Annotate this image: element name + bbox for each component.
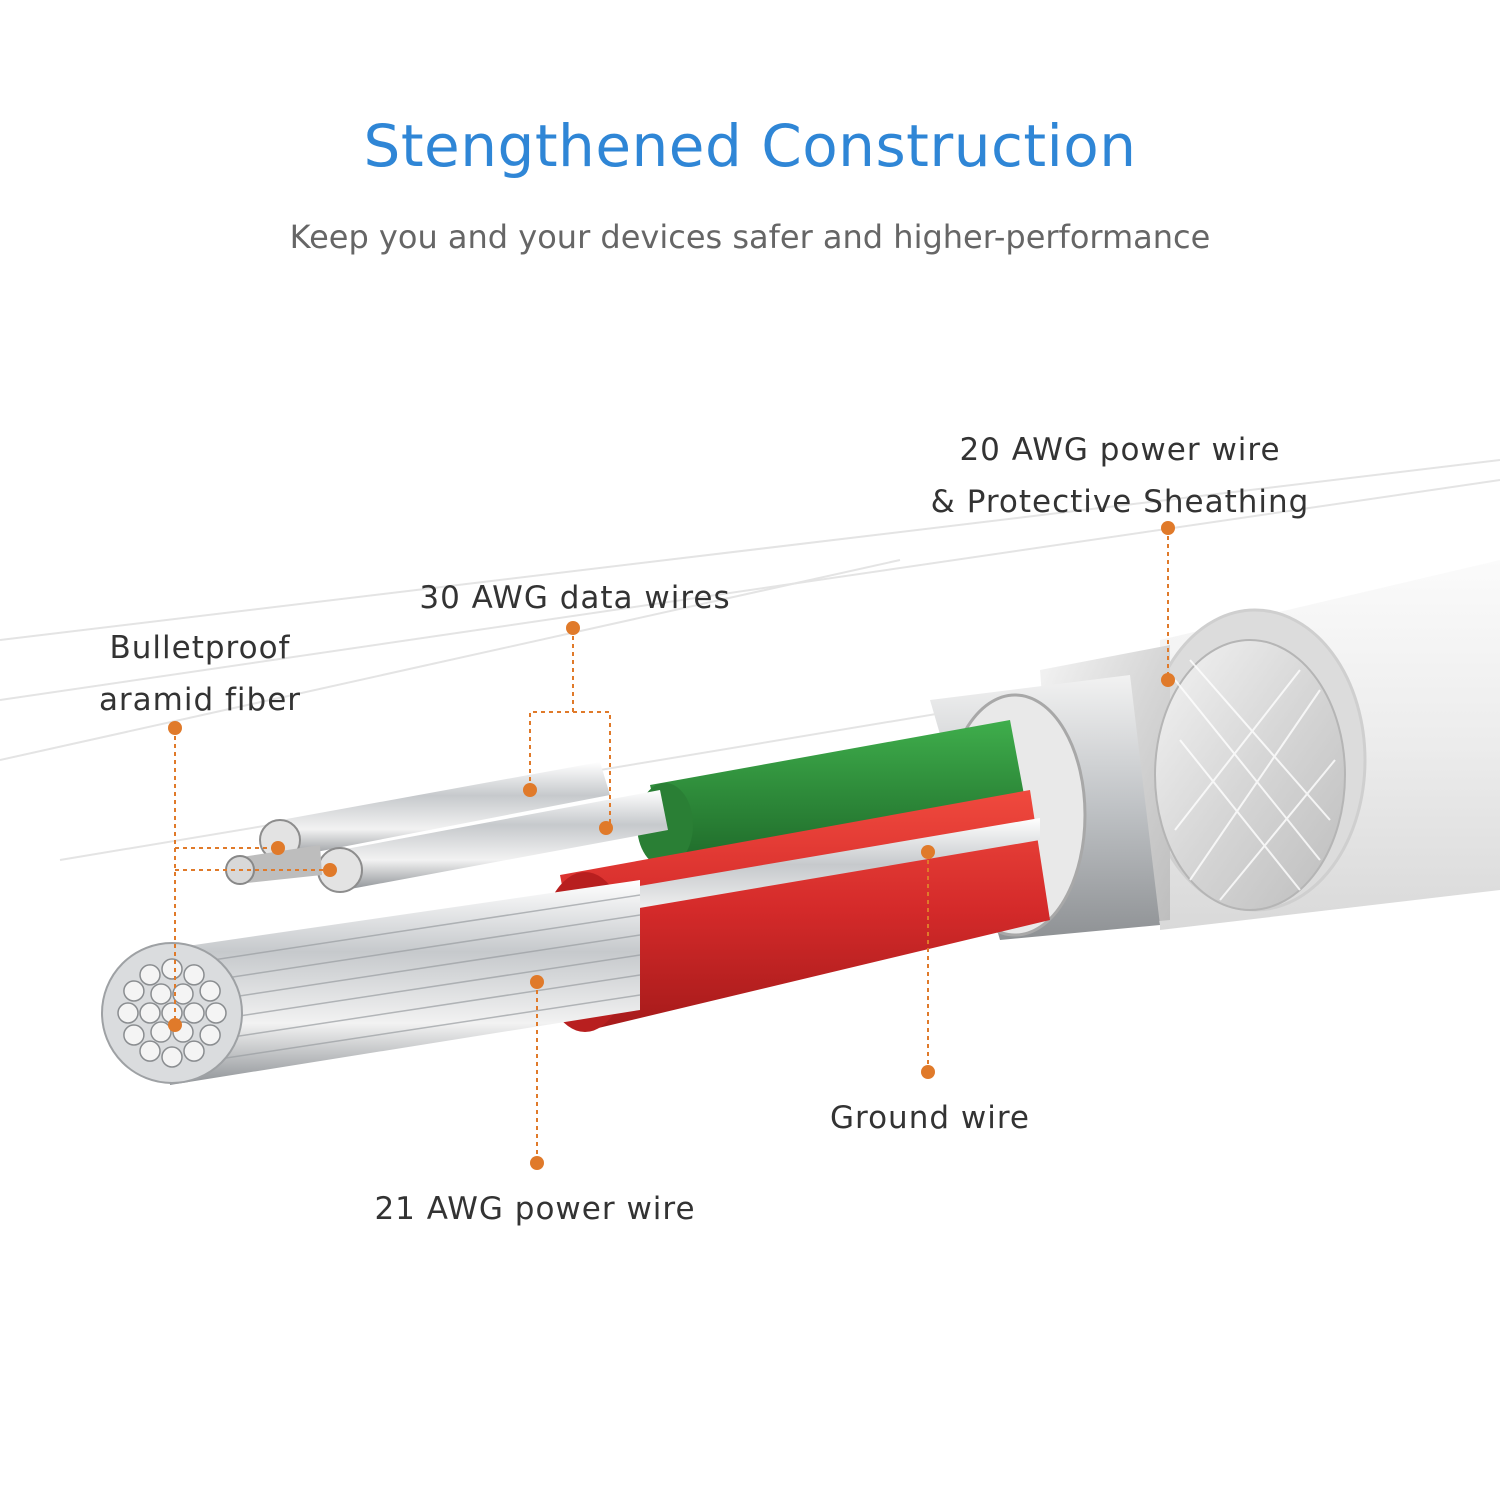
power-wire-21-callout-label: 21 AWG power wire bbox=[340, 1183, 730, 1235]
strand-end bbox=[184, 1003, 204, 1023]
sheathing-callout-label: 20 AWG power wire & Protective Sheathing bbox=[905, 424, 1335, 528]
strand-end bbox=[124, 981, 144, 1001]
strand-end bbox=[184, 965, 204, 985]
strand-end bbox=[140, 965, 160, 985]
strand-end bbox=[200, 981, 220, 1001]
strand-end bbox=[118, 1003, 138, 1023]
aramid-callout-label: Bulletproof aramid fiber bbox=[70, 622, 330, 726]
strand-end bbox=[140, 1003, 160, 1023]
strand-end bbox=[200, 1025, 220, 1045]
power-wire-21-bundle bbox=[102, 880, 640, 1085]
aramid-label-line2: aramid fiber bbox=[70, 674, 330, 726]
sheathing-label-line1: 20 AWG power wire bbox=[905, 424, 1335, 476]
aramid-label-line1: Bulletproof bbox=[70, 622, 330, 674]
data-wires-callout-label: 30 AWG data wires bbox=[395, 572, 755, 624]
strand-end bbox=[206, 1003, 226, 1023]
strand-end bbox=[151, 1022, 171, 1042]
strand-end bbox=[162, 1047, 182, 1067]
strand-end bbox=[151, 984, 171, 1004]
ground-wire-callout-label: Ground wire bbox=[800, 1092, 1060, 1144]
sheathing-label-line2: & Protective Sheathing bbox=[905, 476, 1335, 528]
strand-end bbox=[162, 959, 182, 979]
strand-end bbox=[124, 1025, 144, 1045]
strand-end bbox=[140, 1041, 160, 1061]
strand-end bbox=[184, 1041, 204, 1061]
